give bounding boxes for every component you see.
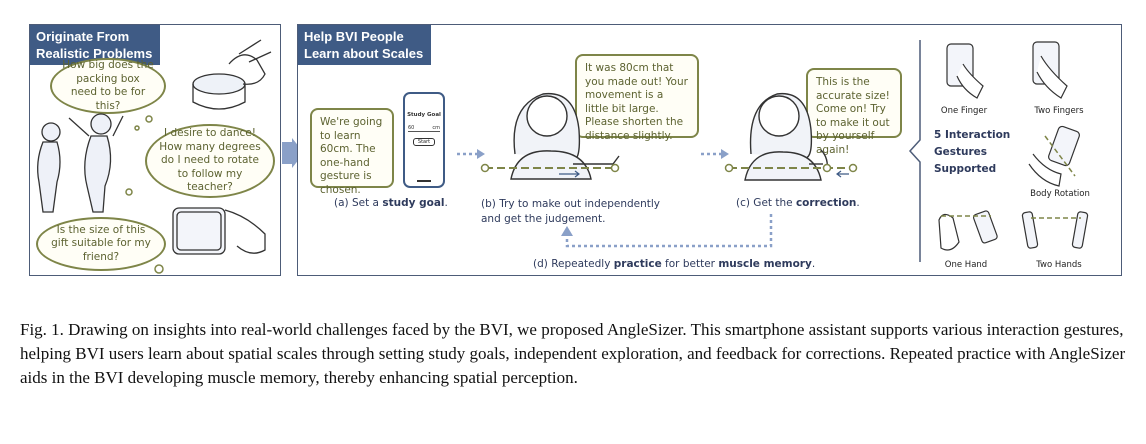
thought-bubble-gift: Is the size of this gift suitable for my…: [36, 217, 166, 271]
caption-c: (c) Get the correction.: [736, 197, 860, 209]
phone-goal-input[interactable]: 60 cm: [408, 125, 440, 132]
gesture-illustrations: [938, 41, 1089, 251]
phone-title: Study Goal: [407, 112, 441, 118]
bubble-correction: This is the accurate size! Come on! Try …: [806, 68, 902, 156]
bubble-study-goal: We're going to learn 60cm. The one-hand …: [310, 108, 394, 196]
body-rotation-icon: [1048, 125, 1080, 167]
gesture-label-two-hands: Two Hands: [1036, 260, 1082, 270]
gesture-label-one-hand: One Hand: [944, 260, 988, 270]
practice-loop-arrow: [565, 214, 773, 248]
caption-d: (d) Repeatedly practice for better muscl…: [533, 258, 816, 270]
person-correcting: [744, 92, 829, 181]
two-hands-icon: [1021, 211, 1039, 249]
gesture-divider: [908, 40, 921, 262]
exploration-illustrations: [457, 92, 858, 248]
packing-box-drawing: [192, 39, 272, 110]
panel-connector-arrow: [282, 138, 304, 168]
gift-box-drawing: [172, 207, 266, 255]
thought-bubble-dance: I desire to dance! How many degrees do I…: [145, 124, 275, 198]
phone-start-button[interactable]: Start: [413, 138, 435, 146]
person-exploring: [510, 92, 620, 180]
thought-bubble-packing-box: How big does the packing box need to be …: [50, 58, 166, 114]
phone-study-goal: Study Goal 60 cm Start: [403, 92, 445, 188]
gestures-heading: 5 Interaction Gestures Supported: [934, 129, 1011, 175]
bubble-feedback: It was 80cm that you made out! Your move…: [575, 54, 699, 142]
gesture-label-body-rotation: Body Rotation: [1030, 189, 1090, 199]
gesture-label-one-finger: One Finger: [940, 106, 988, 116]
left-panel-illustrations: [37, 39, 272, 274]
dancing-people-drawing: [37, 113, 124, 213]
panel-help-bvi-title: Help BVI People Learn about Scales: [298, 25, 432, 65]
gesture-label-two-fingers: Two Fingers: [1034, 106, 1084, 116]
caption-a: (a) Set a study goal.: [334, 197, 448, 209]
figure-caption: Fig. 1. Drawing on insights into real-wo…: [20, 320, 1126, 387]
one-hand-icon: [938, 213, 960, 251]
phone-home-bar: [417, 180, 431, 182]
